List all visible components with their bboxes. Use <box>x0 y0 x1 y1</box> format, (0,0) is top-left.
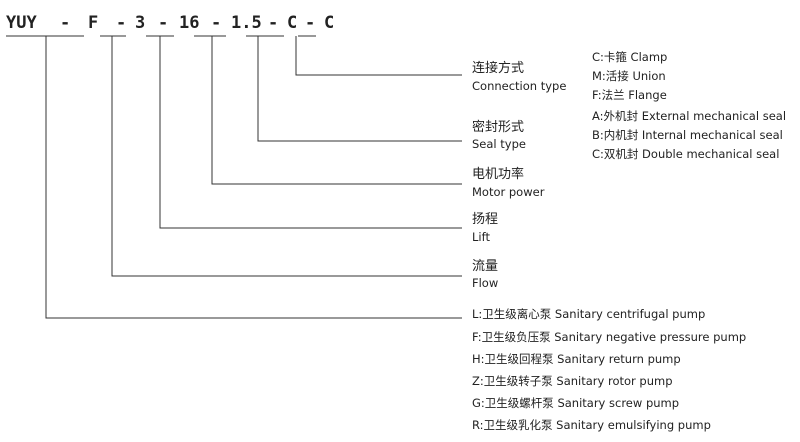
lift-label-cn: 扬程 <box>472 212 498 227</box>
code-separator: - <box>268 13 278 33</box>
lift-label-en: Lift <box>472 230 490 244</box>
connection-type-group: 连接方式 Connection type C:卡箍 Clamp M:活接 Uni… <box>472 50 667 102</box>
code-separator: - <box>60 13 70 33</box>
seal-option: C:双机封 Double mechanical seal <box>592 147 779 161</box>
motor-power-label-en: Motor power <box>472 185 545 199</box>
flow-label-cn: 流量 <box>472 259 498 274</box>
leader-lift <box>159 36 462 229</box>
model-code: YUY - F - 3 - 16 - 1.5 - C - C <box>6 13 334 33</box>
leader-motor <box>211 36 462 185</box>
pump-type-option: G:卫生级螺杆泵 Sanitary screw pump <box>472 396 679 410</box>
connection-type-label-cn: 连接方式 <box>472 60 524 76</box>
code-pump-type: F <box>88 13 98 33</box>
pump-type-option: H:卫生级回程泵 Sanitary return pump <box>472 352 681 366</box>
connection-option: M:活接 Union <box>592 69 666 83</box>
motor-power-label-cn: 电机功率 <box>472 166 524 182</box>
pump-type-option: Z:卫生级转子泵 Sanitary rotor pump <box>472 374 673 388</box>
seal-type-label-cn: 密封形式 <box>472 119 524 135</box>
seal-option: A:外机封 External mechanical seal <box>592 109 786 123</box>
seal-option: B:内机封 Internal mechanical seal <box>592 128 783 142</box>
leader-pump-type <box>45 36 462 319</box>
code-motor-power: 1.5 <box>231 13 262 33</box>
leader-flow <box>111 36 462 277</box>
leader-seal <box>257 36 462 142</box>
code-flow: 3 <box>135 13 145 33</box>
code-separator: - <box>305 13 315 33</box>
pump-type-option: R:卫生级乳化泵 Sanitary emulsifying pump <box>472 418 711 432</box>
code-separator: - <box>158 13 168 33</box>
flow-label-en: Flow <box>472 276 498 290</box>
pump-type-option: F:卫生级负压泵 Sanitary negative pressure pump <box>472 330 746 344</box>
leader-lines <box>45 36 462 319</box>
motor-power-group: 电机功率 Motor power <box>472 166 545 199</box>
connection-option: F:法兰 Flange <box>592 88 667 102</box>
code-seal-type: C <box>287 13 297 33</box>
code-lift: 16 <box>179 13 199 33</box>
seal-type-group: 密封形式 Seal type A:外机封 External mechanical… <box>472 109 786 161</box>
seal-type-label-en: Seal type <box>472 137 526 151</box>
code-connection: C <box>324 13 334 33</box>
code-series-yuy: YUY <box>6 13 37 33</box>
connection-option: C:卡箍 Clamp <box>592 50 667 64</box>
lift-group: 扬程 Lift <box>472 212 498 244</box>
pump-type-group: L:卫生级离心泵 Sanitary centrifugal pump F:卫生级… <box>472 307 746 432</box>
code-separator: - <box>211 13 221 33</box>
leader-connection <box>295 36 462 76</box>
code-separator: - <box>116 13 126 33</box>
connection-type-label-en: Connection type <box>472 79 566 93</box>
flow-group: 流量 Flow <box>472 259 498 290</box>
pump-type-option: L:卫生级离心泵 Sanitary centrifugal pump <box>472 307 705 321</box>
